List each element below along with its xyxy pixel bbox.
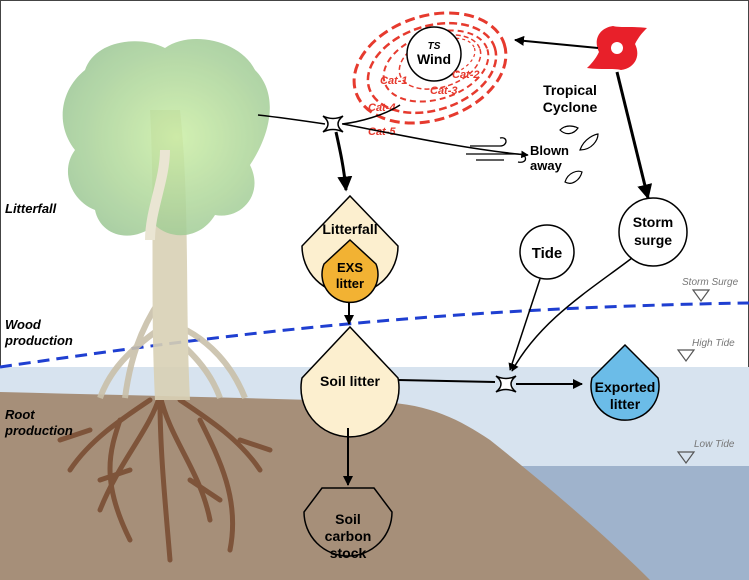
high-tide-level-label: High Tide — [692, 338, 735, 349]
wood-production-label-2: production — [4, 333, 73, 348]
mangrove-tree — [57, 39, 273, 563]
soil-carbon-node — [303, 487, 393, 557]
leaf-icon — [579, 133, 599, 151]
storm-surge-level-icon — [691, 289, 711, 303]
arrow-wind-to-valve — [341, 104, 401, 125]
tropical-cyclone-icon — [587, 26, 647, 70]
arrow-tide-to-valve — [508, 278, 541, 371]
soil-litter-node — [300, 325, 400, 438]
exported-label-2: litter — [610, 396, 641, 412]
litterfall-node-label: Litterfall — [322, 221, 377, 237]
high-tide-level-icon — [676, 349, 696, 363]
valve-export — [495, 375, 517, 393]
exported-litter-node — [590, 343, 660, 421]
storm-surge-node — [618, 197, 688, 267]
arrow-cyclone-to-storm-surge — [615, 71, 653, 200]
leaf-icon — [564, 170, 583, 184]
soil-carbon-label-1: Soil — [335, 511, 361, 527]
cat4-label: Cat-4 — [368, 102, 396, 114]
wood-production-label-1: Wood — [5, 317, 42, 332]
storm-surge-level-marker: Storm Surge — [682, 277, 739, 303]
high-tide-level-marker: High Tide — [676, 338, 735, 363]
arrow-cyclone-to-wind — [514, 35, 599, 49]
tide-node — [519, 224, 575, 280]
valve-wind — [322, 115, 344, 133]
wind-label: Wind — [417, 51, 451, 67]
exported-label-1: Exported — [595, 379, 656, 395]
tide-label: Tide — [532, 245, 563, 262]
storm-surge-line — [0, 301, 749, 369]
cat5-ellipse — [352, 11, 508, 125]
flow-tree-to-valve — [257, 114, 326, 125]
flow-soil-litter-to-valve — [397, 379, 496, 383]
low-tide-level-icon — [676, 451, 696, 465]
cat3-label: Cat-3 — [430, 85, 458, 97]
wind-gust-icon — [466, 137, 527, 163]
storm-surge-label-2: surge — [634, 232, 672, 248]
low-tide-level-marker: Low Tide — [676, 439, 735, 465]
leaf-icon — [559, 125, 579, 135]
blown-away-label-1: Blown — [530, 143, 569, 158]
litterfall-side-label: Litterfall — [5, 201, 57, 216]
blown-away-label-2: away — [530, 158, 563, 173]
ts-label: TS — [428, 41, 441, 52]
soil-carbon-label-3: stock — [330, 545, 367, 561]
tropical-cyclone-label-1: Tropical — [543, 82, 597, 98]
storm-surge-label-1: Storm — [633, 214, 673, 230]
cat2-label: Cat-2 — [452, 69, 480, 81]
arrow-storm-surge-to-valve — [511, 257, 633, 372]
root-production-label-1: Root — [5, 407, 35, 422]
leaf-icons — [559, 125, 599, 184]
cat3-ellipse — [382, 29, 490, 103]
low-tide-level-label: Low Tide — [694, 439, 735, 450]
cat4-ellipse — [366, 21, 498, 115]
tree-canopy — [62, 39, 270, 236]
roots — [57, 392, 273, 563]
cat1-label: Cat-1 — [380, 75, 408, 87]
arrow-valve-to-litterfall — [334, 131, 353, 192]
exs-label-1: EXS — [337, 260, 363, 275]
exs-label-2: litter — [336, 276, 364, 291]
storm-surge-level-label: Storm Surge — [682, 277, 739, 288]
wind-node — [406, 26, 462, 82]
arrow-valve-to-blown-away — [342, 123, 529, 159]
tropical-cyclone-label-2: Cyclone — [543, 99, 598, 115]
soil-carbon-label-2: carbon — [325, 528, 372, 544]
soil-litter-label: Soil litter — [320, 373, 380, 389]
root-production-label-2: production — [4, 423, 73, 438]
